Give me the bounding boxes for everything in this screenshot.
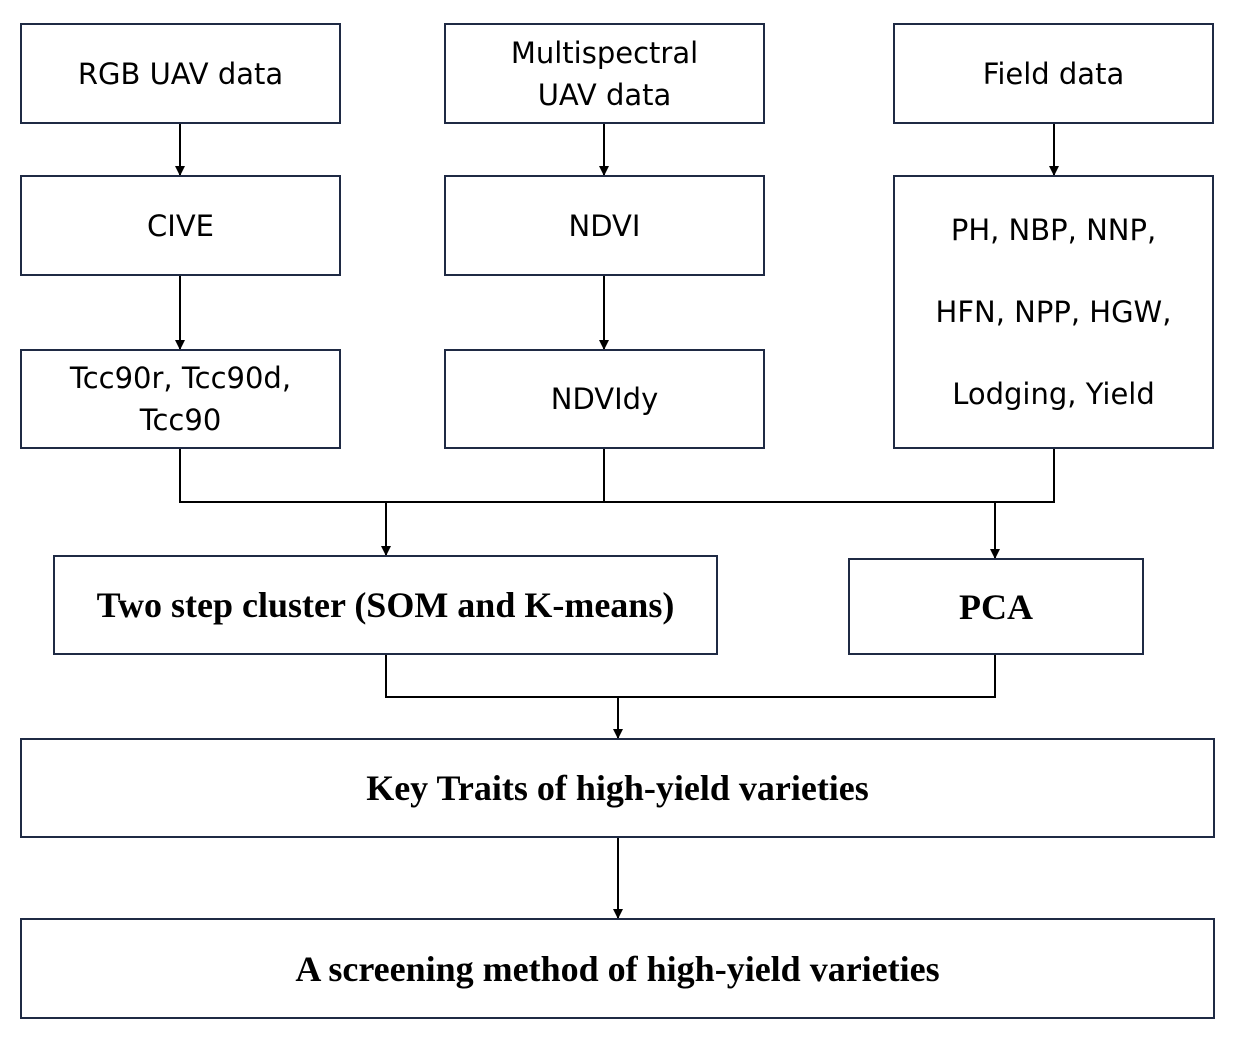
key-traits-label: Key Traits of high-yield varieties xyxy=(366,768,869,808)
multispectral-label-line1: Multispectral xyxy=(510,35,699,70)
multispectral-label-line2: UAV data xyxy=(537,77,672,112)
screening-method-box: A screening method of high-yield varieti… xyxy=(20,918,1215,1019)
cive-label: CIVE xyxy=(147,208,214,243)
ndvidy-box: NDVIdy xyxy=(444,349,765,449)
ndvi-label: NDVI xyxy=(568,208,641,243)
multispectral-uav-data-box: Multispectral UAV data xyxy=(444,23,765,124)
field-data-label: Field data xyxy=(982,56,1125,91)
field-data-box: Field data xyxy=(893,23,1214,124)
ndvidy-label: NDVIdy xyxy=(550,382,659,416)
two-step-cluster-label: Two step cluster (SOM and K-means) xyxy=(96,585,675,625)
screening-method-label: A screening method of high-yield varieti… xyxy=(295,948,940,989)
tcc-label-line1: Tcc90r, Tcc90d, xyxy=(69,361,292,395)
tcc-label-line2: Tcc90 xyxy=(139,403,222,437)
field-traits-box: PH, NBP, NNP, HFN, NPP, HGW, Lodging, Yi… xyxy=(893,175,1214,449)
ndvi-box: NDVI xyxy=(444,175,765,276)
pca-box: PCA xyxy=(848,558,1144,655)
field-traits-line2: HFN, NPP, HGW, xyxy=(935,295,1172,329)
key-traits-box: Key Traits of high-yield varieties xyxy=(20,738,1215,838)
rgb-uav-data-box: RGB UAV data xyxy=(20,23,341,124)
two-step-cluster-box: Two step cluster (SOM and K-means) xyxy=(53,555,718,655)
tcc-box: Tcc90r, Tcc90d, Tcc90 xyxy=(20,349,341,449)
cive-box: CIVE xyxy=(20,175,341,276)
rgb-uav-data-label: RGB UAV data xyxy=(77,56,284,91)
field-traits-line3: Lodging, Yield xyxy=(952,377,1155,411)
field-traits-line1: PH, NBP, NNP, xyxy=(950,213,1157,247)
pca-label: PCA xyxy=(959,586,1033,627)
